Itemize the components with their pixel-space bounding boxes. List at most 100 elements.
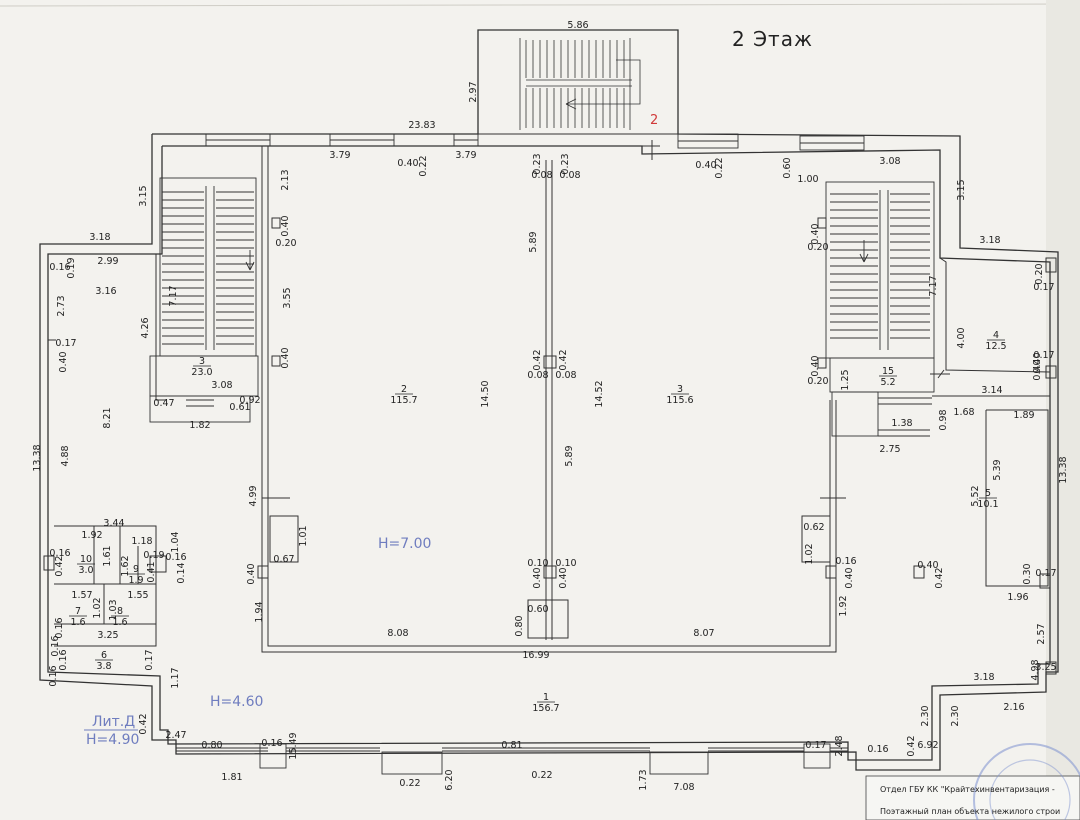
dimension-label: 0.08	[559, 170, 580, 181]
dimension-label: 0.98	[938, 409, 949, 430]
dimension-label: 5.39	[992, 459, 1003, 480]
dimension-label: 1.81	[221, 772, 242, 783]
dimension-label: 0.40	[917, 560, 938, 571]
dimension-label: 1.55	[127, 590, 148, 601]
dimension-label: 0.40	[1032, 352, 1043, 373]
dimension-label: 3.15	[138, 185, 149, 206]
dimension-label: 0.80	[514, 615, 525, 636]
dimension-label: 3.79	[329, 150, 350, 161]
dimension-label: 0.17	[805, 740, 826, 751]
dimension-label: 0.16	[165, 552, 186, 563]
room-area: 5.2	[880, 377, 895, 388]
dimension-label: 3.15	[956, 179, 967, 200]
dimension-label: 1.62	[120, 555, 131, 576]
dimension-label: 7.17	[928, 275, 939, 296]
dimension-label: 2.97	[468, 81, 479, 102]
dimension-label: 0.62	[803, 522, 824, 533]
dimension-label: 1.17	[170, 667, 181, 688]
dimension-label: 2.16	[1003, 702, 1024, 713]
dimension-label: 0.20	[807, 242, 828, 253]
dimension-label: 6.92	[917, 740, 938, 751]
left-stair	[149, 177, 259, 423]
dimension-label: 0.22	[531, 770, 552, 781]
dimension-label: 14.52	[594, 380, 605, 407]
upper-stair-block	[477, 29, 679, 135]
room-area: 23.0	[191, 367, 212, 378]
dimension-label: 0.20	[1034, 263, 1045, 284]
dimension-label: 1.18	[131, 536, 152, 547]
room-area: 1.6	[70, 617, 85, 628]
dimension-label: 0.81	[501, 740, 522, 751]
dimension-label: 3.44	[103, 518, 124, 529]
dimension-label: 2.75	[879, 444, 900, 455]
dimension-label: 8.07	[693, 628, 714, 639]
room-labels: 1156.72115.73115.6323.0412.5510.163.871.…	[69, 330, 1007, 714]
dimension-label: 5.52	[970, 485, 981, 506]
room-area: 12.5	[985, 341, 1006, 352]
dimension-label: 0.42	[54, 555, 65, 576]
dimension-label: 0.42	[906, 735, 917, 756]
lit-label: Лит.Д	[92, 714, 135, 730]
dimension-label: 5.86	[567, 20, 588, 31]
dimension-label: 0.61	[229, 402, 250, 413]
room-area: 1.6	[112, 617, 127, 628]
dimension-label: 16.99	[522, 650, 549, 661]
dimension-label: 0.42	[558, 349, 569, 370]
right-stair	[825, 181, 935, 437]
floor-title: 2 Этаж	[732, 27, 813, 51]
room-number: 1	[543, 692, 549, 703]
dimension-label: 0.17	[55, 338, 76, 349]
dimension-label: 3.55	[282, 287, 293, 308]
dimension-label: 0.22	[399, 778, 420, 789]
dimension-label: 3.18	[89, 232, 110, 243]
dimension-label: 1.00	[797, 174, 818, 185]
room-area: 10.1	[977, 499, 998, 510]
room-number: 10	[80, 554, 92, 565]
dimension-label: 1.96	[1007, 592, 1028, 603]
dimension-label: 3.16	[95, 286, 116, 297]
dimension-label: 0.40	[695, 160, 716, 171]
dimension-label: 4.00	[956, 327, 967, 348]
room-number: 8	[117, 606, 123, 617]
dimension-label: 0.16	[867, 744, 888, 755]
dimension-label: 1.02	[804, 543, 815, 564]
dimension-label: 4.26	[140, 317, 151, 338]
staircase-mark: 2	[650, 113, 658, 128]
dimension-label: 0.17	[1033, 282, 1054, 293]
dimension-label: 1.73	[638, 769, 649, 790]
dimension-label: 7.08	[673, 782, 694, 793]
dimension-label: 0.41	[146, 561, 157, 582]
dimension-label: 0.19	[143, 550, 164, 561]
room-number: 5	[985, 488, 991, 499]
dimension-label: 0.20	[807, 376, 828, 387]
dimension-label: 0.10	[527, 558, 548, 569]
dimension-label: 1.61	[102, 545, 113, 566]
dimension-label: 2.47	[165, 730, 186, 741]
dimension-label: 0.23	[532, 153, 543, 174]
dimension-label: 1.02	[92, 597, 103, 618]
dimension-label: 3.18	[979, 235, 1000, 246]
dimension-label: 0.10	[555, 558, 576, 569]
dimension-label: 3.08	[879, 156, 900, 167]
dimension-label: 5.89	[528, 231, 539, 252]
room-number: 7	[75, 606, 81, 617]
dimension-label: 0.08	[531, 170, 552, 181]
room-number: 4	[993, 330, 999, 341]
room-number: 15	[882, 366, 894, 377]
height-main-hall: H=7.00	[378, 536, 431, 552]
dimension-label: 0.40	[844, 567, 855, 588]
dimension-label: 3.25	[97, 630, 118, 641]
dimension-label: 0.40	[280, 347, 291, 368]
dimension-label: 2.99	[97, 256, 118, 267]
dimension-label: 13.38	[32, 444, 43, 471]
interior-walls	[43, 140, 1057, 675]
stamp-line-2: Поэтажный план объекта нежилого строи	[880, 807, 1060, 816]
stamp-area	[865, 743, 1080, 820]
dimension-label: 1.25	[840, 369, 851, 390]
dimension-label: 3.25	[1035, 662, 1056, 673]
dimension-label: 0.16	[58, 649, 69, 670]
dimension-label: 2.30	[950, 705, 961, 726]
dimension-label: 3.08	[211, 380, 232, 391]
stamp-line-1: Отдел ГБУ КК "Крайтехинвентаризация -	[880, 785, 1055, 794]
